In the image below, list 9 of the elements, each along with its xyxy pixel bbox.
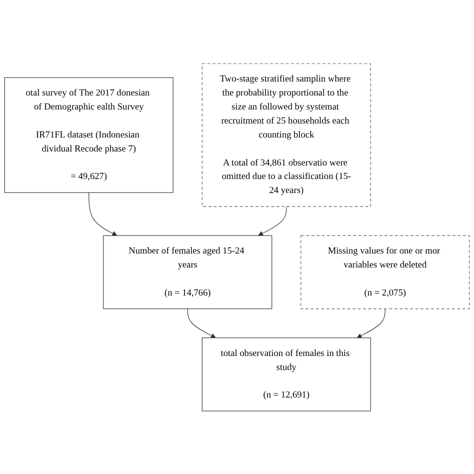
arrow bbox=[187, 308, 216, 338]
arrow bbox=[258, 206, 287, 236]
node-box: Two-stage stratified samplin where the probability proportional to the size an followed by systemat recruitment of 25 households each counting block A total of 34,861 observatio were omitted due to a classification (15-24 years) bbox=[202, 63, 371, 206]
node-box: total observation of females in this study (n = 12,691) bbox=[202, 337, 371, 411]
arrow bbox=[356, 308, 386, 338]
arrow bbox=[88, 192, 118, 236]
node-box: Missing values for one or mor variables were deleted (n = 2,075) bbox=[300, 234, 470, 309]
node-box: Number of females aged 15-24 years (n = 14,766) bbox=[103, 234, 272, 309]
node-box: otal survey of The 2017 donesian of Demographic ealth Survey IR71FL dataset (Indonesian dividual Recode phase 7) = 49,627) bbox=[4, 76, 174, 193]
